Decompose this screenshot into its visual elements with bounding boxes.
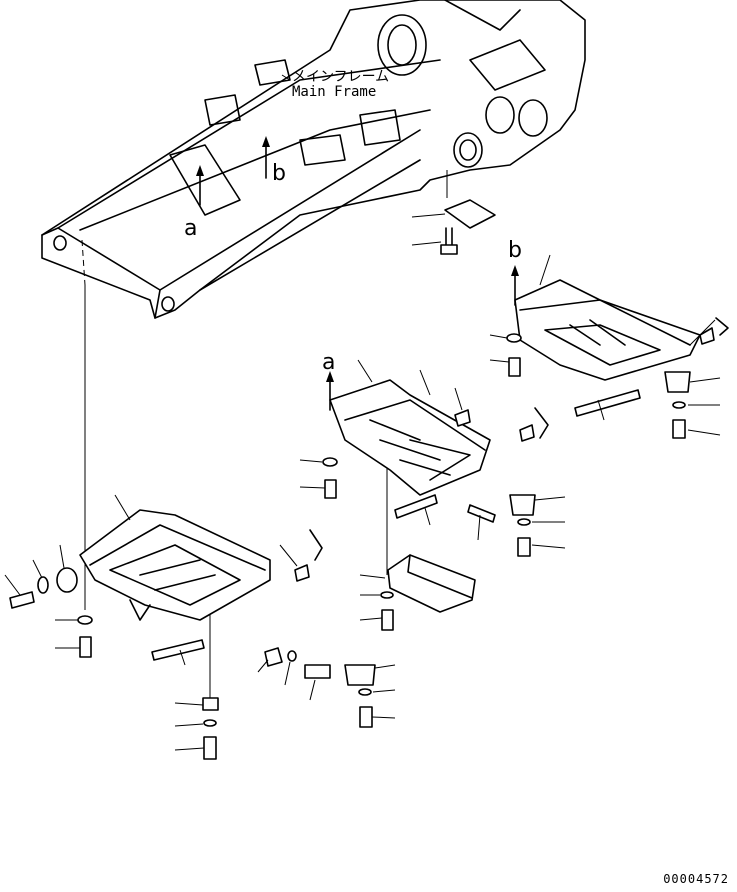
bolt-set-front xyxy=(4,529,396,760)
undercover-front xyxy=(79,494,271,621)
cover-plate xyxy=(411,199,496,255)
leader-line xyxy=(81,239,86,286)
bolt-set-b xyxy=(489,317,729,439)
callout-a-guard: a xyxy=(322,350,336,375)
frame-arrow-b xyxy=(262,136,270,179)
undercover-b xyxy=(514,254,716,381)
undercover-a xyxy=(329,359,491,496)
frame-arrow-a xyxy=(196,165,204,206)
bolt-set-a xyxy=(299,387,566,557)
main-frame-label-jp: メインフレーム xyxy=(292,69,390,85)
main-frame xyxy=(41,0,586,319)
arrow-a xyxy=(326,371,334,411)
callout-b-guard: b xyxy=(508,238,522,263)
main-frame-label-en: Main Frame xyxy=(292,84,377,100)
drawing-code: 00004572 xyxy=(663,872,729,886)
arrow-b xyxy=(511,265,519,306)
callout-b-frame: b xyxy=(272,161,286,186)
controller-box xyxy=(359,554,476,631)
callout-a-frame: a xyxy=(184,216,198,241)
